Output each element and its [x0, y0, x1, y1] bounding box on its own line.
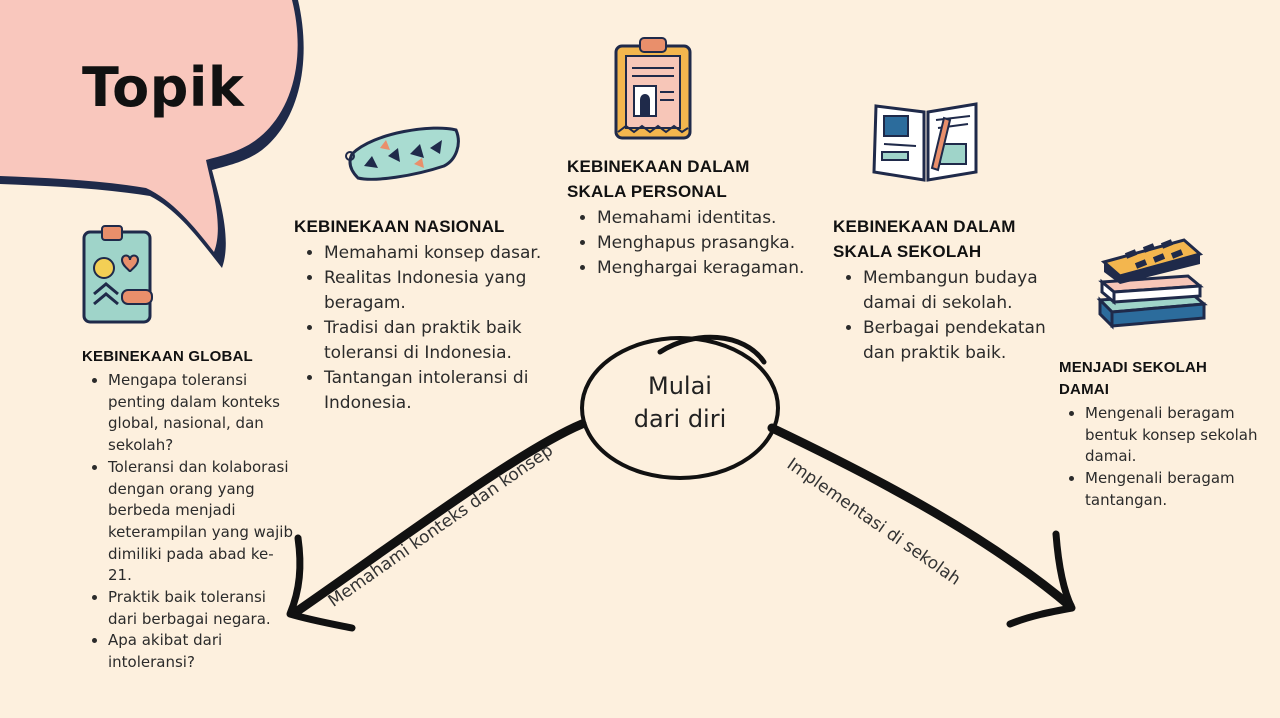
- section-kebinekaan-nasional: KEBINEKAAN NASIONAL Memahami konsep dasa…: [294, 214, 544, 416]
- list-item: Berbagai pendekatan dan praktik baik.: [863, 316, 1053, 366]
- list-item: Apa akibat dari intoleransi?: [108, 630, 297, 673]
- list-item: Menghapus prasangka.: [597, 231, 807, 256]
- notebook-icon: [82, 225, 153, 324]
- left-arrow: [286, 419, 587, 632]
- open-book-icon: [872, 102, 978, 182]
- list-item: Praktik baik toleransi dari berbagai neg…: [108, 587, 297, 630]
- center-label: Mulai dari diri: [600, 370, 760, 436]
- section-heading: KEBINEKAAN DALAM SKALA PERSONAL: [567, 157, 750, 201]
- section-skala-personal: KEBINEKAAN DALAM SKALA PERSONAL Memahami…: [567, 154, 807, 281]
- section-heading: KEBINEKAAN NASIONAL: [294, 217, 505, 236]
- section-list: Memahami identitas. Menghapus prasangka.…: [567, 206, 807, 281]
- list-item: Mengapa toleransi penting dalam konteks …: [108, 370, 297, 457]
- section-list: Membangun budaya damai di sekolah. Berba…: [833, 266, 1053, 366]
- section-skala-sekolah: KEBINEKAAN DALAM SKALA SEKOLAH Membangun…: [833, 214, 1053, 366]
- topic-speech-bubble: [0, 0, 304, 268]
- center-line-1: Mulai: [648, 372, 712, 400]
- list-item: Membangun budaya damai di sekolah.: [863, 266, 1053, 316]
- pencil-case-icon: [345, 126, 460, 181]
- section-list: Memahami konsep dasar. Realitas Indonesi…: [294, 241, 544, 416]
- right-arrow: [767, 423, 1076, 628]
- list-item: Mengenali beragam bentuk konsep sekolah …: [1085, 403, 1259, 468]
- section-heading: MENJADI SEKOLAH DAMAI: [1059, 359, 1208, 398]
- page-title: Topik: [82, 56, 245, 119]
- section-sekolah-damai: MENJADI SEKOLAH DAMAI Mengenali beragam …: [1059, 357, 1259, 512]
- section-list: Mengenali beragam bentuk konsep sekolah …: [1059, 403, 1259, 512]
- clipboard-icon: [614, 37, 692, 140]
- list-item: Realitas Indonesia yang beragam.: [324, 266, 544, 316]
- section-list: Mengapa toleransi penting dalam konteks …: [82, 370, 297, 674]
- list-item: Toleransi dan kolaborasi dengan orang ya…: [108, 457, 297, 587]
- section-heading: KEBINEKAAN DALAM SKALA SEKOLAH: [833, 217, 1016, 261]
- center-line-2: dari diri: [633, 405, 727, 433]
- list-item: Memahami identitas.: [597, 206, 807, 231]
- book-stack-icon: [1096, 238, 1208, 330]
- list-item: Memahami konsep dasar.: [324, 241, 544, 266]
- list-item: Tantangan intoleransi di Indonesia.: [324, 366, 544, 416]
- list-item: Menghargai keragaman.: [597, 256, 807, 281]
- section-heading: KEBINEKAAN GLOBAL: [82, 348, 253, 365]
- center-circle: [580, 334, 780, 480]
- section-kebinekaan-global: KEBINEKAAN GLOBAL Mengapa toleransi pent…: [82, 346, 297, 674]
- list-item: Tradisi dan praktik baik toleransi di In…: [324, 316, 544, 366]
- list-item: Mengenali beragam tantangan.: [1085, 468, 1259, 511]
